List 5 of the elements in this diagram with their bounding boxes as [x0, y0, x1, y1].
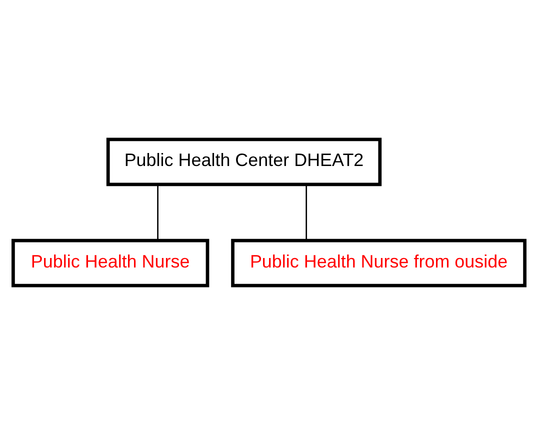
node-box: Public Health Nurse — [12, 238, 210, 288]
connector — [306, 184, 308, 241]
node-box: Public Health Nurse from ouside — [231, 238, 526, 288]
connector — [157, 184, 158, 241]
node-box: Public Health Center DHEAT2 — [106, 138, 382, 186]
